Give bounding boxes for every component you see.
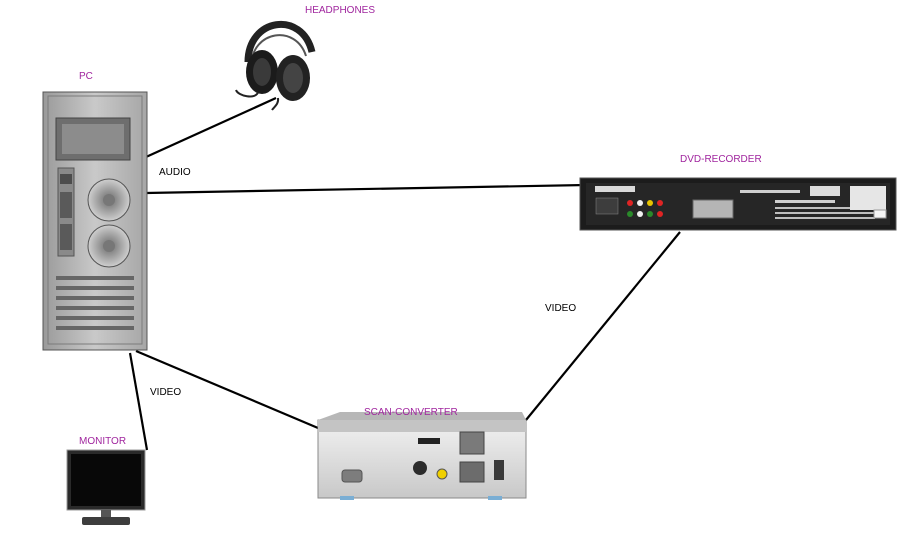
headphone-cable: [145, 96, 277, 159]
pc-to-monitor-cable: [128, 352, 149, 451]
monitor-label: MONITOR: [79, 436, 126, 447]
headphones-icon: [235, 21, 316, 111]
audio-connection-label: AUDIO: [159, 167, 191, 178]
scan-converter-to-dvd-video-cable: [525, 231, 681, 421]
scan-converter-label: SCAN-CONVERTER: [364, 407, 458, 418]
dvd-recorder-label: DVD-RECORDER: [680, 154, 762, 165]
pc-tower-icon: [42, 91, 148, 351]
monitor-icon: [66, 449, 146, 525]
video-connection-label-scan-dvd: VIDEO: [545, 303, 576, 314]
video-connection-label-pc-scan: VIDEO: [150, 387, 181, 398]
pc-to-scan-converter-video-cable: [135, 349, 319, 430]
dvd-recorder-icon: [579, 177, 897, 231]
pc-label: PC: [79, 71, 93, 82]
audio-cable: [145, 183, 587, 195]
scan-converter-icon: [317, 412, 527, 500]
headphones-label: HEADPHONES: [305, 5, 375, 16]
